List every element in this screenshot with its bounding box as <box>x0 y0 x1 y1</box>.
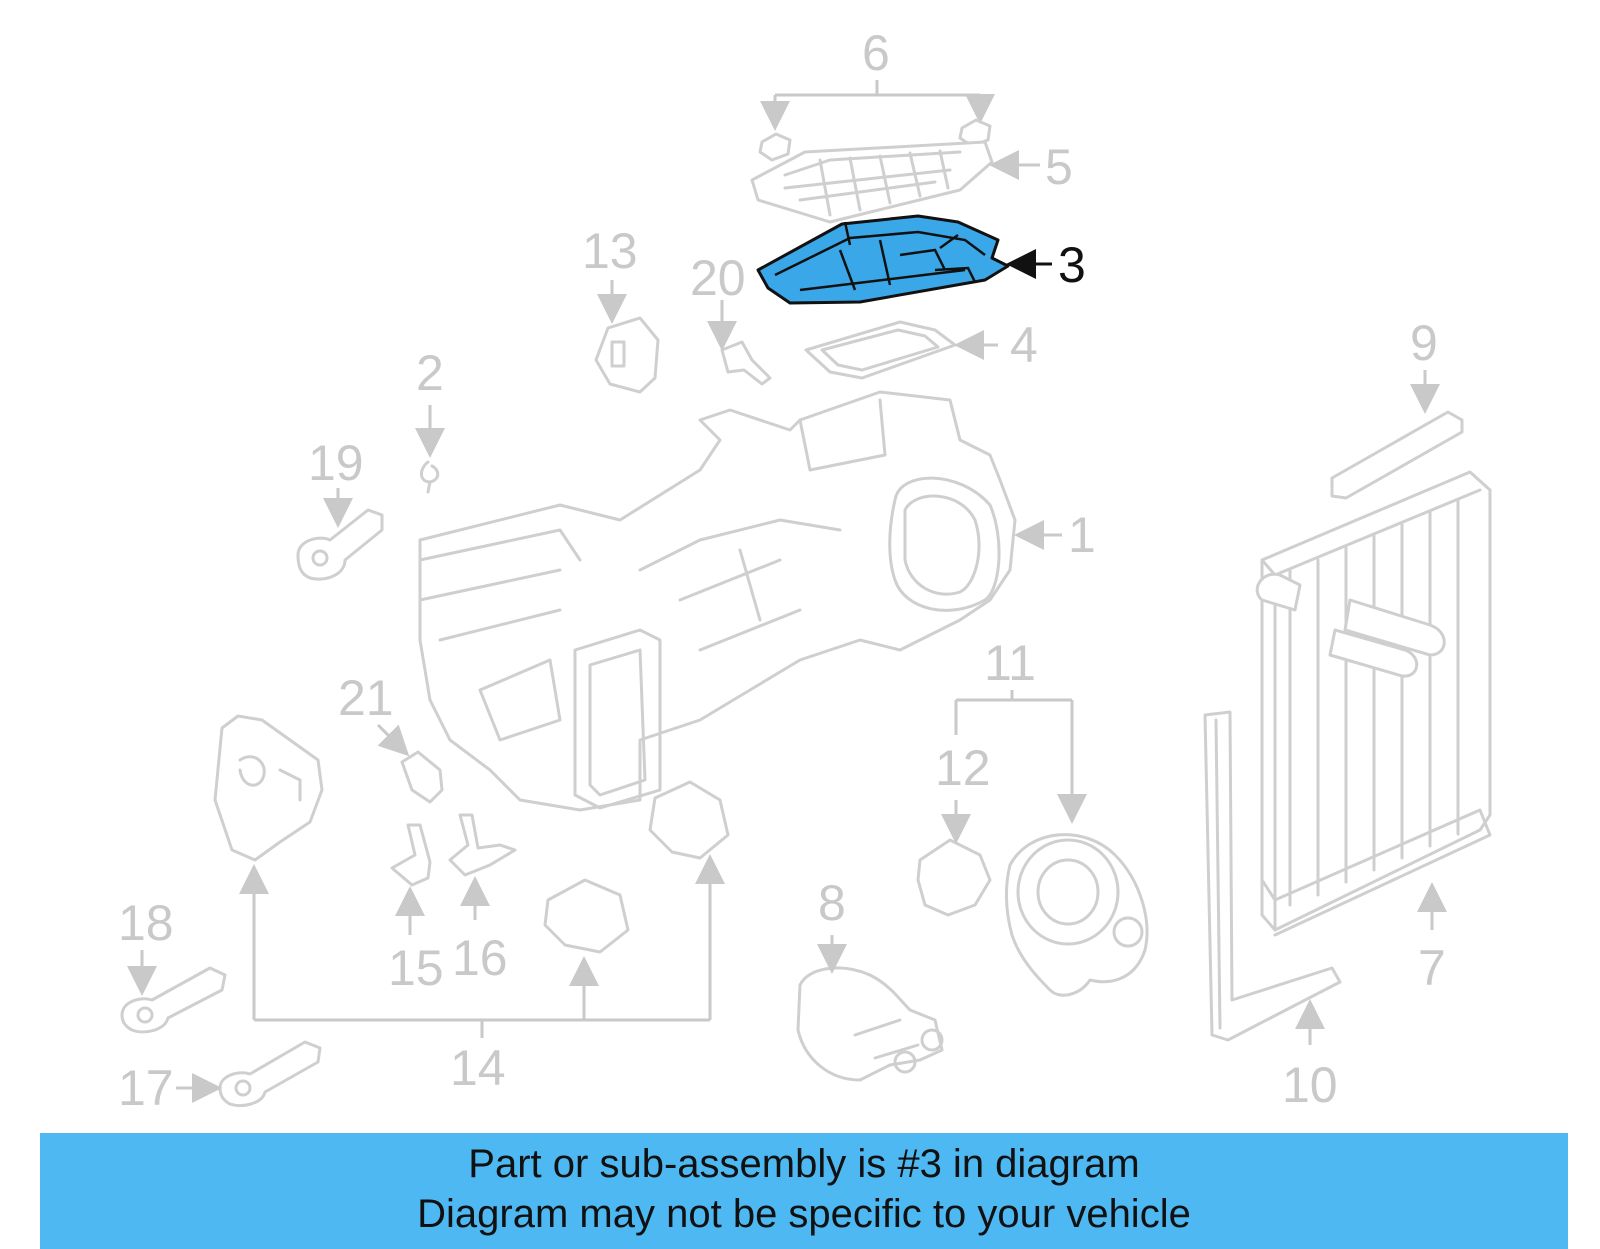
part-10-seal-strip <box>1203 710 1342 1045</box>
callout-2: 2 <box>416 345 444 401</box>
part-15-16-sensors <box>390 813 517 935</box>
part-12-resistor <box>916 800 992 917</box>
callout-3: 3 <box>1058 237 1086 293</box>
callout-18: 18 <box>118 895 174 951</box>
callout-8: 8 <box>818 875 846 931</box>
callout-21: 21 <box>338 670 394 726</box>
callout-14: 14 <box>450 1040 506 1096</box>
part-1-hvac-housing <box>418 390 1062 812</box>
part-6-clips <box>758 80 995 162</box>
callout-12: 12 <box>935 740 991 796</box>
part-11-blower-motor <box>954 690 1149 997</box>
callout-16: 16 <box>452 930 508 986</box>
callout-5: 5 <box>1045 139 1073 195</box>
info-banner: Part or sub-assembly is #3 in diagram Di… <box>40 1133 1568 1249</box>
part-2-clip <box>415 405 445 494</box>
part-5-filter <box>750 140 1040 224</box>
part-14-actuators <box>213 714 730 1038</box>
callout-19: 19 <box>308 435 364 491</box>
callout-9: 9 <box>1410 315 1438 371</box>
part-20-sensor <box>707 300 772 386</box>
banner-disclaimer-line: Diagram may not be specific to your vehi… <box>417 1192 1191 1236</box>
callout-4: 4 <box>1010 317 1038 373</box>
banner-part-line: Part or sub-assembly is #3 in diagram <box>468 1142 1140 1186</box>
part-17-lever <box>176 1040 322 1107</box>
part-9-seal <box>1330 370 1464 500</box>
part-19-lever <box>296 488 384 581</box>
callout-20: 20 <box>690 250 746 306</box>
callout-15: 15 <box>388 940 444 996</box>
part-13-actuator <box>594 280 660 394</box>
callout-7: 7 <box>1418 940 1446 996</box>
part-4-gasket <box>804 320 998 380</box>
callout-labels: 1 2 3 4 5 6 7 8 9 10 11 12 13 14 15 16 1… <box>118 25 1446 1116</box>
callout-10: 10 <box>1282 1057 1338 1113</box>
part-18-lever <box>120 950 227 1034</box>
part-3-cover-highlighted <box>756 214 1052 305</box>
part-8-motor-part <box>796 935 944 1082</box>
callout-11: 11 <box>984 635 1036 691</box>
callout-6: 6 <box>862 25 890 81</box>
callout-17: 17 <box>118 1060 174 1116</box>
part-21-connector <box>376 723 444 804</box>
part-7-heater-core <box>1255 470 1492 937</box>
callout-13: 13 <box>582 223 638 279</box>
callout-1: 1 <box>1068 507 1096 563</box>
